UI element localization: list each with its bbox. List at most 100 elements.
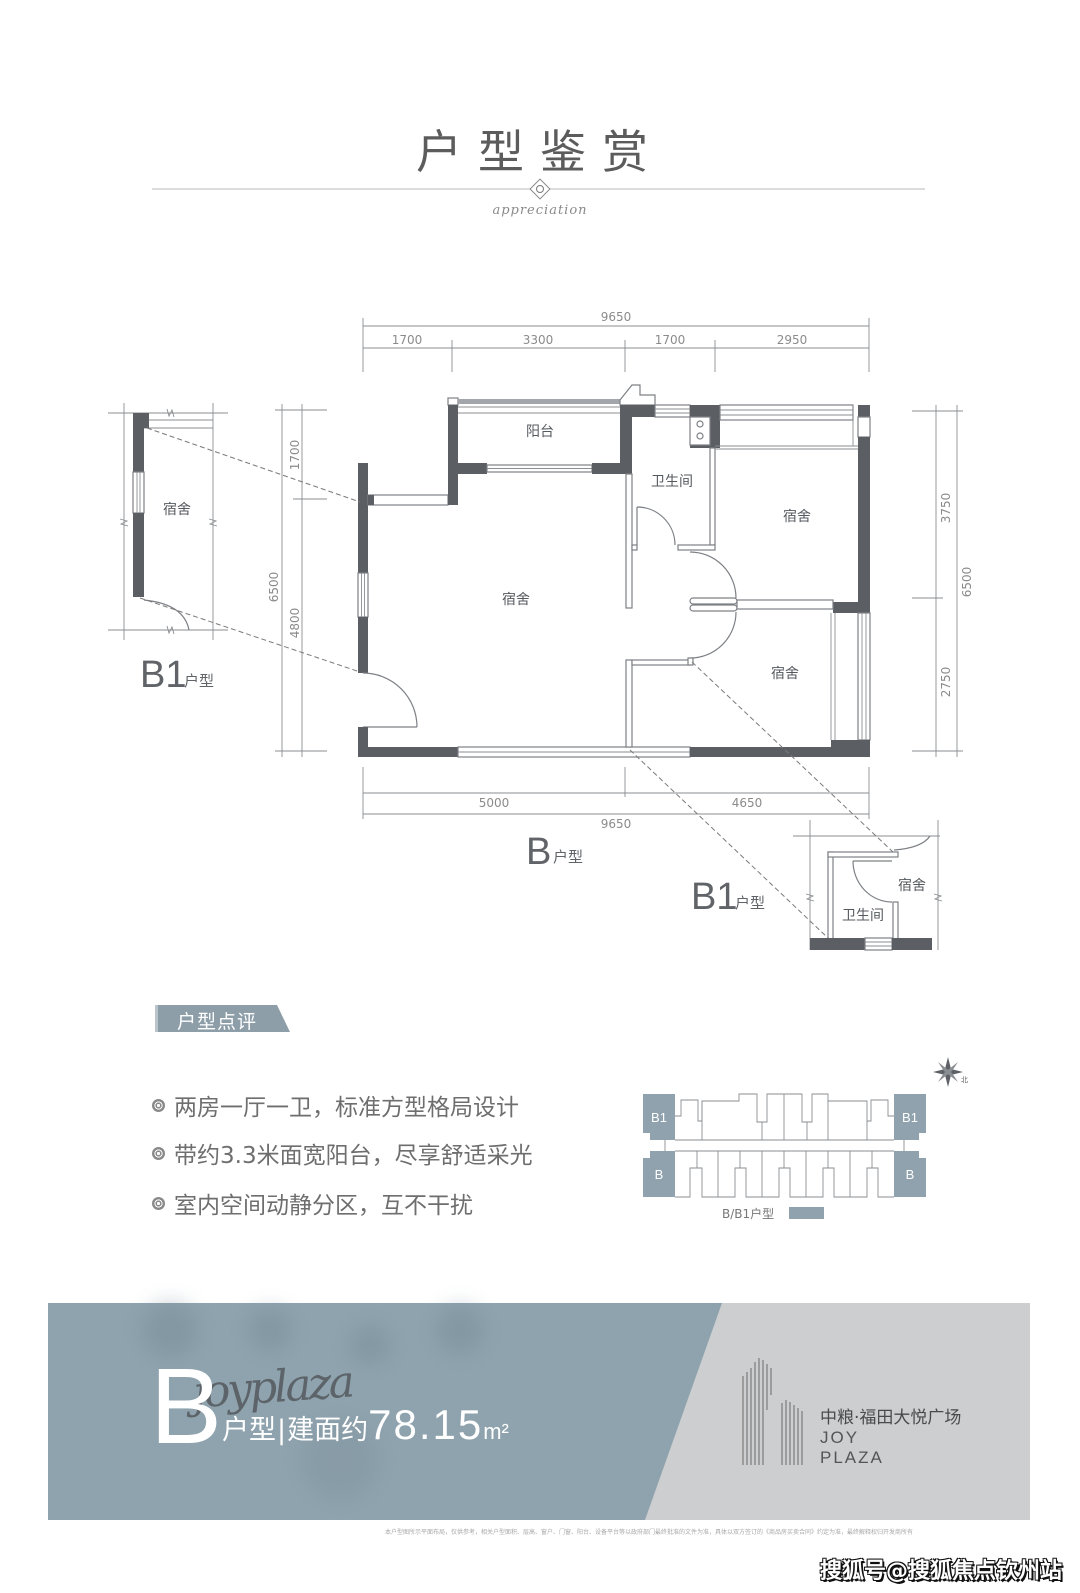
- door-swing-arc: [362, 672, 418, 728]
- plan-b1-left: 宿舍 B1 户型: [108, 403, 228, 696]
- page-subtitle-script: appreciation: [492, 203, 588, 218]
- key-unit-label: B1: [651, 1110, 667, 1125]
- plan-b1-right-letter: B1: [691, 876, 737, 918]
- disclaimer-text: 本户型图所示平面布局，仅供参考，相关户型面积、层高、窗户、门窗、阳台、设备平台等…: [385, 1529, 914, 1536]
- key-unit-b1-right: [894, 1094, 926, 1140]
- review-bullet-text: 室内空间动静分区，互不干扰: [174, 1193, 473, 1219]
- banner-unit-letter: B: [150, 1345, 223, 1466]
- room-label-bathroom: 卫生间: [651, 474, 693, 490]
- texture-blot: [248, 1308, 292, 1352]
- texture-blot: [350, 1325, 390, 1365]
- window: [357, 572, 369, 618]
- break-mark-icon: [805, 893, 815, 902]
- key-bottom-row-outline: [675, 1167, 894, 1198]
- callout-dashed-line: [629, 749, 829, 939]
- dim-label-bottom-seg: 5000: [479, 796, 510, 810]
- banner-area-line: 户型 | 建面约 78.15 m²: [222, 1404, 509, 1446]
- review-bullet: 室内空间动静分区，互不干扰: [152, 1186, 473, 1220]
- review-bullet-text: 带约3.3米面宽阳台，尽享舒适采光: [174, 1143, 533, 1169]
- wall: [144, 413, 149, 428]
- dimensions-top: 9650 1700 3300 1700 2950: [362, 310, 870, 372]
- watermark: 搜狐号@搜狐焦点钦州站: [820, 1559, 1063, 1584]
- ledge: [367, 494, 449, 506]
- page-title: 户型鉴赏: [416, 125, 664, 179]
- wall: [368, 495, 374, 505]
- key-unit-b-left: [643, 1151, 675, 1197]
- dim-label-left-seg: 1700: [288, 440, 302, 471]
- banner-background: [48, 1302, 1030, 1520]
- room-label-bedroom: 宿舍: [163, 501, 191, 518]
- bullet-flower-icon: [152, 1196, 165, 1210]
- plan-b-letter: B: [526, 831, 551, 873]
- room-label-bedroom: 宿舍: [898, 877, 926, 894]
- dim-label-top-total: 9650: [601, 310, 632, 324]
- plan-b1-right: 宿舍 卫生间 B1 户型: [691, 820, 943, 951]
- partition-wall: [709, 447, 716, 546]
- ac-ledge: [619, 384, 656, 406]
- wall: [358, 727, 368, 757]
- door-stop: [687, 657, 694, 666]
- callout-dashed-line: [139, 597, 361, 673]
- key-unit-b1-left: [643, 1094, 675, 1140]
- wall: [458, 463, 487, 474]
- ornament-center: [536, 185, 544, 193]
- wall: [358, 747, 458, 757]
- brand-name-en-line2: PLAZA: [820, 1448, 884, 1467]
- wall: [858, 405, 870, 417]
- wall: [358, 617, 368, 673]
- partition-wall: [625, 659, 633, 748]
- pipe-icon: [696, 420, 704, 428]
- door-swing-arc: [143, 599, 190, 631]
- window: [864, 937, 893, 951]
- banner-texture: [142, 1302, 484, 1500]
- door-swing-arc: [689, 551, 737, 599]
- banner-area-label: 建面约: [287, 1415, 369, 1446]
- plan-b1-left-suffix: 户型: [184, 672, 214, 690]
- window: [719, 404, 854, 421]
- plan-b-label: B 户型: [526, 831, 583, 873]
- header-divider: [152, 178, 925, 200]
- key-plan-legend-label: B/B1户型: [722, 1207, 775, 1221]
- wall: [620, 405, 655, 417]
- wall: [690, 747, 870, 757]
- room-label-bedroom-lower: 宿舍: [771, 665, 799, 682]
- partition-wall: [625, 473, 633, 609]
- texture-blot: [300, 1420, 380, 1500]
- texture-blot: [436, 1306, 484, 1354]
- wall: [620, 405, 632, 474]
- key-top-row-outline: [675, 1093, 894, 1123]
- window: [857, 416, 871, 438]
- plan-b-walls: [357, 384, 871, 758]
- room-label-bathroom: 卫生间: [842, 908, 884, 924]
- wall: [448, 405, 458, 505]
- partition-wall: [827, 851, 899, 858]
- door-swing-arc: [689, 611, 737, 659]
- shaft-box: [689, 416, 711, 446]
- dim-label-right-total: 6500: [960, 567, 974, 598]
- dim-label-right-seg: 2750: [939, 667, 953, 698]
- break-mark-icon: [933, 893, 943, 902]
- compass-north-label: 北: [961, 1076, 968, 1084]
- bullet-flower-icon: [152, 1146, 165, 1160]
- review-heading: 户型点评: [177, 1011, 258, 1033]
- key-unit-label: B: [906, 1167, 915, 1182]
- brand-name-en-line1: JOY: [820, 1428, 860, 1447]
- partition-wall: [631, 659, 691, 666]
- key-unit-label: B: [655, 1167, 664, 1182]
- banner-unit-desc: 户型: [222, 1415, 276, 1446]
- wall: [833, 602, 870, 613]
- window: [857, 612, 871, 741]
- door-swing-arc: [852, 860, 893, 903]
- wall: [858, 437, 870, 613]
- wall: [592, 463, 632, 474]
- partition-wall: [892, 901, 899, 941]
- dim-label-top-seg: 1700: [655, 333, 686, 347]
- door-swing-arc: [893, 835, 931, 851]
- room-label-bedroom-main: 宿舍: [502, 591, 530, 608]
- dim-label-top-seg: 3300: [523, 333, 554, 347]
- plan-b1-right-suffix: 户型: [735, 894, 765, 912]
- plan-b1-left-letter: B1: [140, 654, 186, 696]
- brand-logo-icon: [742, 1358, 803, 1465]
- dimensions-right: 3750 6500 2750: [912, 405, 974, 757]
